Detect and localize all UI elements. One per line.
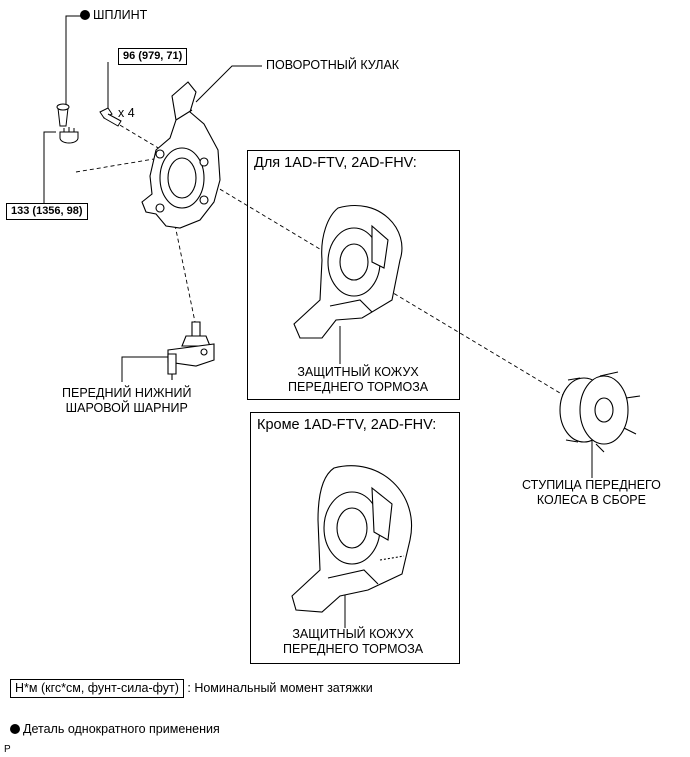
single-use-bullet-icon [80, 10, 90, 20]
torque-legend-box: Н*м (кгс*см, фунт-сила-фут) [10, 679, 184, 698]
shield1-shape [293, 205, 403, 339]
nut-torque-box: 133 (1356, 98) [6, 203, 88, 220]
ball-joint-shape [167, 321, 215, 380]
shield2-label-line2: ПЕРЕДНЕГО ТОРМОЗА [283, 642, 424, 656]
ball-joint-label-line2: ШАРОВОЙ ШАРНИР [65, 401, 188, 415]
shield1-label-line2: ПЕРЕДНЕГО ТОРМОЗА [288, 380, 429, 394]
shield2-label: ЗАЩИТНЫЙ КОЖУХ ПЕРЕДНЕГО ТОРМОЗА [283, 627, 423, 657]
hub-shape [559, 371, 641, 453]
hub-label-line1: СТУПИЦА ПЕРЕДНЕГО [522, 478, 661, 492]
hub-label-line2: КОЛЕСА В СБОРЕ [536, 493, 646, 507]
torque-legend-desc: : Номинальный момент затяжки [187, 681, 373, 695]
shield1-label-line1: ЗАЩИТНЫЙ КОЖУХ [297, 365, 419, 379]
cotter-pin-text: ШПЛИНТ [93, 8, 148, 22]
variant-box-1: Для 1AD-FTV, 2AD-FHV: ЗАЩИТНЫЙ КОЖУХ ПЕР… [247, 150, 460, 400]
ball-joint-label: ПЕРЕДНИЙ НИЖНИЙ ШАРОВОЙ ШАРНИР [62, 386, 191, 416]
nut-torque-leader [43, 131, 56, 205]
bolt-shape [99, 107, 122, 127]
ball-joint-label-line1: ПЕРЕДНИЙ НИЖНИЙ [62, 386, 192, 400]
single-use-legend-text: Деталь однократного применения [23, 722, 220, 736]
torque-legend: Н*м (кгс*см, фунт-сила-фут) : Номинальны… [10, 679, 373, 698]
shield2-label-line1: ЗАЩИТНЫЙ КОЖУХ [292, 627, 414, 641]
single-use-legend-icon [10, 724, 20, 734]
cotter-pin-leader [65, 15, 82, 110]
bolt-count-label: x 4 [118, 106, 135, 120]
single-use-legend: Деталь однократного применения [10, 722, 220, 737]
hub-label: СТУПИЦА ПЕРЕДНЕГО КОЛЕСА В СБОРЕ [522, 478, 661, 508]
knuckle-shape [141, 81, 221, 229]
shield2-shape [291, 465, 412, 613]
knuckle-label: ПОВОРОТНЫЙ КУЛАК [266, 58, 400, 72]
variant-box-2: Кроме 1AD-FTV, 2AD-FHV: ЗАЩИТНЫЙ КОЖУХ П… [250, 412, 460, 664]
shield1-label: ЗАЩИТНЫЙ КОЖУХ ПЕРЕДНЕГО ТОРМОЗА [288, 365, 428, 395]
knuckle-leader [195, 65, 262, 103]
variant-title-1: Для 1AD-FTV, 2AD-FHV: [254, 155, 417, 171]
cotter-pin-label: ШПЛИНТ [80, 8, 147, 23]
castle-nut-shape [59, 127, 79, 144]
variant-title-2: Кроме 1AD-FTV, 2AD-FHV: [257, 417, 437, 433]
cotter-pin-shape [56, 103, 70, 127]
ball-joint-leader [121, 356, 174, 382]
bolt-torque-box: 96 (979, 71) [118, 48, 188, 65]
corner-mark: P [4, 744, 11, 755]
